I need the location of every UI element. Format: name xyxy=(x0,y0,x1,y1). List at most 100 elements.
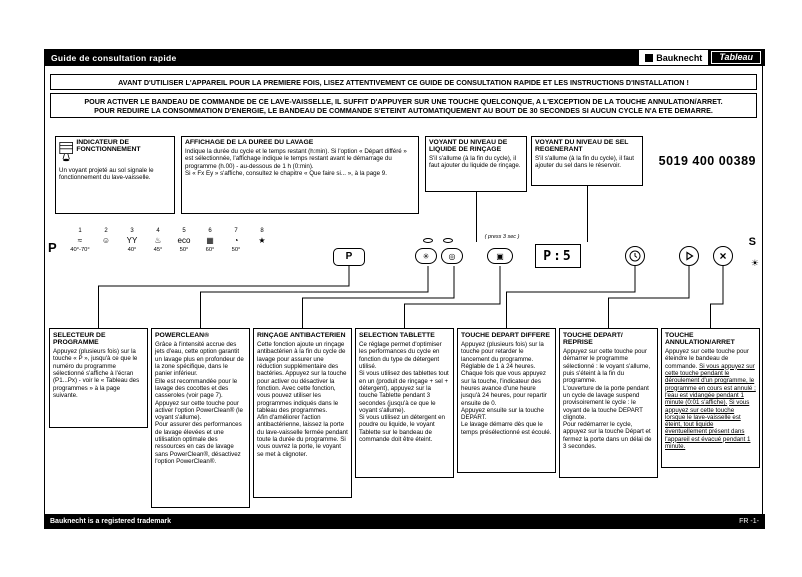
press-3-sec-hint: ( press 3 sec ) xyxy=(484,234,520,240)
feature-intro: Appuyez sur cette touche pour éteindre l… xyxy=(665,348,749,370)
play-icon xyxy=(686,251,694,261)
program-icons-row: 1 ≈ 40°-70° 2 ☺ 3 YY 40° 4 ♨ 45° 5 eco xyxy=(67,228,275,253)
feature-cancel-off: TOUCHE ANNULATION/ARRET Appuyez sur cett… xyxy=(661,328,760,468)
brand-name: Bauknecht xyxy=(656,52,703,63)
feature-body: Ce réglage permet d'optimiser les perfor… xyxy=(359,341,449,444)
program-temp: 50° xyxy=(179,247,189,253)
program-number: 4 xyxy=(156,228,160,234)
info-title: INDICATEUR DE FONCTIONNEMENT xyxy=(76,139,141,153)
powerclean-icon: ✳ xyxy=(422,251,430,261)
program-number: 3 xyxy=(130,228,134,234)
feature-antibacterial-rinse: RINÇAGE ANTIBACTERIEN Cette fonction ajo… xyxy=(253,328,352,498)
feature-delay-start: TOUCHE DEPART DIFFERE Appuyez (plusieurs… xyxy=(457,328,556,473)
program-selector-label: P xyxy=(48,240,57,255)
tablet-button: ▣ xyxy=(487,248,513,264)
trademark-note: Bauknecht is a registered trademark xyxy=(50,518,171,525)
feature-body: Appuyez sur cette touche pour démarrer l… xyxy=(563,348,652,451)
powerclean-button: ✳ xyxy=(415,248,437,264)
program-column: 7 ◔ 50° xyxy=(223,228,249,253)
delay-start-button xyxy=(625,246,645,266)
feature-underlined-1: Si vous appuyez sur cette touche pendant… xyxy=(665,362,756,407)
program-temp: 50° xyxy=(231,247,241,253)
page-number: FR -1- xyxy=(739,518,759,525)
program-temp: 45° xyxy=(153,247,163,253)
program-temp: 40°-70° xyxy=(70,247,90,253)
info-salt-indicator: VOYANT DU NIVEAU DE SEL REGENERANT S'il … xyxy=(531,136,643,186)
series-badge: Tableau xyxy=(709,49,763,66)
feature-body: Appuyez sur cette touche pour éteindre l… xyxy=(665,348,756,450)
program-column: 5 eco 50° xyxy=(171,228,197,253)
connector-line xyxy=(476,192,477,242)
powerclean-led xyxy=(423,238,433,243)
program-number: 6 xyxy=(208,228,212,234)
info-wash-duration-display: AFFICHAGE DE LA DUREE DU LAVAGE Indique … xyxy=(181,136,419,214)
feature-body: Grâce à l'intensité accrue des jets d'ea… xyxy=(155,341,244,465)
notice-first-use: AVANT D'UTILISER L'APPAREIL POUR LA PREM… xyxy=(50,74,757,90)
quick-program-icon: ◔ xyxy=(233,236,239,245)
notice-power-save: POUR ACTIVER LE BANDEAU DE COMMANDE DE C… xyxy=(50,93,757,118)
intensive-program-icon: ▦ xyxy=(206,236,214,245)
feature-program-selector: SELECTEUR DE PROGRAMME Appuyez (plusieur… xyxy=(49,328,148,428)
feature-title: RINÇAGE ANTIBACTERIEN xyxy=(257,332,346,339)
program-select-button: P xyxy=(333,248,365,266)
program-number: 1 xyxy=(78,228,82,234)
eco-program-icon: eco xyxy=(177,236,191,245)
feature-powerclean: POWERCLEAN® Grâce à l'intensité accrue d… xyxy=(151,328,250,508)
connector-line xyxy=(587,186,588,242)
info-operation-indicator: INDICATEUR DE FONCTIONNEMENT Un voyant p… xyxy=(55,136,175,214)
floor-light-icon: ☀ xyxy=(750,258,759,268)
feature-title: SELECTEUR DE PROGRAMME xyxy=(53,332,106,346)
feature-title: TOUCHE DEPART/ REPRISE xyxy=(563,332,623,346)
program-temp: 40° xyxy=(127,247,137,253)
info-body: S'il s'allume (à la fin du cycle), il fa… xyxy=(429,155,521,170)
feature-body: Appuyez (plusieurs fois) sur la touche «… xyxy=(53,348,140,399)
program-number: 7 xyxy=(234,228,238,234)
dishwasher-floor-light-icon xyxy=(59,142,73,162)
info-body: S'il s'allume (à la fin du cycle), il fa… xyxy=(535,155,634,170)
program-temp: 60° xyxy=(205,247,215,253)
brand-logo: Bauknecht xyxy=(638,49,710,66)
extra-program-icon: ★ xyxy=(258,236,266,245)
glasses-program-icon: YY xyxy=(126,236,138,245)
header-logos: Bauknecht Tableau xyxy=(638,49,763,66)
header-bar: Guide de consultation rapide xyxy=(44,49,765,66)
program-column: 3 YY 40° xyxy=(119,228,145,253)
feature-title: POWERCLEAN® xyxy=(155,332,210,339)
feature-body: Cette fonction ajoute un rinçage antibac… xyxy=(257,341,348,458)
manual-page: Guide de consultation rapide Bauknecht T… xyxy=(44,49,765,529)
info-title: AFFICHAGE DE LA DUREE DU LAVAGE xyxy=(185,139,314,146)
program-number: 5 xyxy=(182,228,186,234)
tablet-icon: ▣ xyxy=(496,251,504,261)
salt-indicator-label: S xyxy=(748,236,756,248)
footer-bar: Bauknecht is a registered trademark FR -… xyxy=(44,514,765,529)
cancel-off-button: × xyxy=(713,246,733,266)
soak-program-icon: ≈ xyxy=(77,236,83,245)
feature-title: SELECTION TABLETTE xyxy=(359,332,435,339)
start-resume-button xyxy=(679,246,699,266)
bauknecht-logo-icon xyxy=(645,53,654,62)
feature-tablet-selection: SELECTION TABLETTE Ce réglage permet d'o… xyxy=(355,328,454,478)
connector-lines xyxy=(98,266,724,330)
program-number: 2 xyxy=(104,228,108,234)
clock-icon xyxy=(629,250,641,262)
part-number: 5019 400 00389 xyxy=(658,154,756,168)
control-panel-diagram: P 1 ≈ 40°-70° 2 ☺ 3 YY 40° 4 ♨ 45° xyxy=(45,226,764,296)
program-column: 4 ♨ 45° xyxy=(145,228,171,253)
cancel-x-icon: × xyxy=(719,249,727,263)
daily-program-icon: ☺ xyxy=(101,236,111,245)
feature-body: Appuyez (plusieurs fois) sur la touche p… xyxy=(461,341,552,436)
info-body: Un voyant projeté au sol signale le fonc… xyxy=(59,167,154,182)
feature-start-resume: TOUCHE DEPART/ REPRISE Appuyez sur cette… xyxy=(559,328,658,478)
program-column: 8 ★ xyxy=(249,228,275,253)
info-body: Indique la durée du cycle et le temps re… xyxy=(185,148,407,178)
rapid-program-icon: ♨ xyxy=(154,236,162,245)
antibacterial-icon: ◎ xyxy=(448,251,456,261)
series-name: Tableau xyxy=(711,51,761,64)
info-title: VOYANT DU NIVEAU DE SEL REGENERANT xyxy=(535,139,629,153)
program-column: 2 ☺ xyxy=(93,228,119,253)
feature-underlined-2: Si vous appuyez sur cette touche lorsque… xyxy=(665,399,751,451)
program-column: 1 ≈ 40°-70° xyxy=(67,228,93,253)
feature-title: TOUCHE DEPART DIFFERE xyxy=(461,332,550,339)
time-display: P:5 xyxy=(535,244,581,268)
antibacterial-led xyxy=(443,238,453,243)
